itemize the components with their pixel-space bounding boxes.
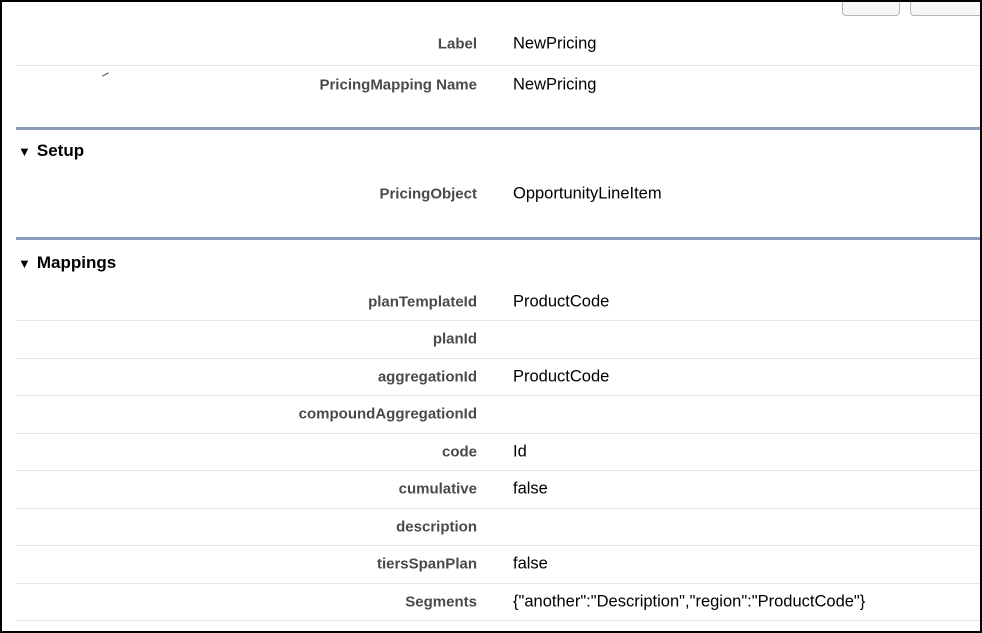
section-title: Setup xyxy=(36,141,85,160)
field-label: description xyxy=(396,518,477,535)
section-title: Mappings xyxy=(36,253,117,272)
field-label: compoundAggregationId xyxy=(298,405,477,423)
triangle-down-icon[interactable]: ▼ xyxy=(18,144,31,159)
field-label: Segments xyxy=(405,593,477,610)
field-value: false xyxy=(513,554,548,573)
field-value: OpportunityLineItem xyxy=(513,184,662,203)
section-separator xyxy=(16,127,980,130)
field-row: tiersSpanPlan false xyxy=(16,546,980,584)
toolbar-button[interactable] xyxy=(842,2,900,16)
field-row: description xyxy=(16,508,980,546)
field-label: cumulative xyxy=(398,480,477,498)
triangle-down-icon[interactable]: ▼ xyxy=(18,256,31,271)
field-value: false xyxy=(513,479,548,498)
field-row: code Id xyxy=(16,433,980,471)
field-row: aggregationId ProductCode xyxy=(16,358,980,396)
field-label: PricingObject xyxy=(379,185,477,203)
field-label: planTemplateId xyxy=(368,293,477,310)
field-row: Segments {"another":"Description","region… xyxy=(16,583,980,621)
field-row: cumulative false xyxy=(16,471,980,509)
field-row: planId xyxy=(16,321,980,359)
field-label: aggregationId xyxy=(377,368,477,385)
field-row: planTemplateId ProductCode xyxy=(16,283,980,321)
section-header-setup[interactable]: ▼ Setup xyxy=(18,141,84,161)
field-value: ProductCode xyxy=(513,292,610,310)
section-separator xyxy=(16,237,980,240)
field-label: tiersSpanPlan xyxy=(376,555,477,573)
field-row-name: PricingMapping Name NewPricing xyxy=(16,66,980,104)
field-label: planId xyxy=(432,330,477,348)
field-value: {"another":"Description","region":"Produ… xyxy=(513,592,866,610)
section-header-mappings[interactable]: ▼ Mappings xyxy=(18,253,116,273)
field-label: code xyxy=(441,443,477,460)
field-label: PricingMapping Name xyxy=(319,76,477,94)
field-label: Label xyxy=(437,35,477,52)
field-value: ProductCode xyxy=(513,367,610,385)
field-value: NewPricing xyxy=(513,75,597,94)
field-row-clipped xyxy=(16,620,980,631)
toolbar-button[interactable] xyxy=(910,2,980,16)
field-row: compoundAggregationId xyxy=(16,396,980,434)
field-row: PricingObject OpportunityLineItem xyxy=(16,174,980,214)
field-value: NewPricing xyxy=(513,34,597,52)
field-row-label: Label NewPricing xyxy=(16,22,980,66)
field-value: Id xyxy=(513,442,527,460)
